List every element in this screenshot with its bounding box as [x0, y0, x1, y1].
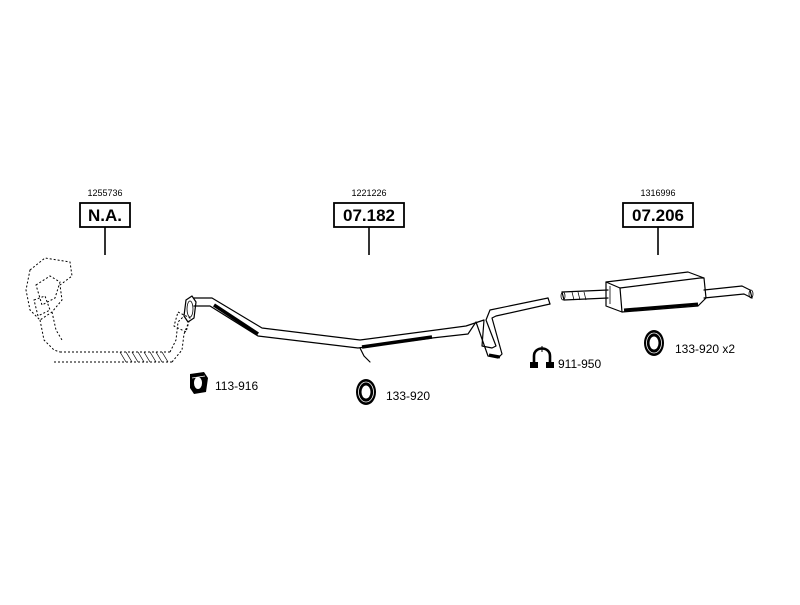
callout-code-front-pipe: N.A. — [88, 206, 122, 225]
hatched-section — [119, 351, 169, 363]
part-133-920: 133-920 — [356, 379, 430, 405]
callout-code-middle-pipe: 07.182 — [343, 206, 395, 225]
part-label-133-920-x2: 133-920 x2 — [675, 342, 735, 356]
clamp-icon — [530, 346, 554, 368]
callout-box-middle-pipe — [333, 202, 405, 228]
callout-ref-rear-silencer: 1316996 — [640, 188, 675, 198]
callout-code-rear-silencer: 07.206 — [632, 206, 684, 225]
part-911-950: 911-950 — [530, 346, 601, 371]
part-label-113-916: 113-916 — [215, 379, 258, 393]
part-label-911-950: 911-950 — [558, 357, 601, 371]
middle-pipe-drawing — [183, 295, 551, 363]
callout-middle-pipe: 1221226 07.182 — [333, 188, 405, 255]
callout-rear-silencer: 1316996 07.206 — [622, 188, 694, 255]
part-label-133-920: 133-920 — [386, 389, 430, 403]
front-pipe-drawing — [25, 257, 191, 363]
part-133-920-x2: 133-920 x2 — [644, 330, 735, 356]
callout-ref-middle-pipe: 1221226 — [351, 188, 386, 198]
silencer-hatch — [571, 291, 587, 301]
callout-front-pipe: 1255736 N.A. — [79, 188, 131, 255]
part-113-916: 113-916 — [190, 372, 258, 394]
rubber-hanger-icon — [190, 372, 208, 394]
rubber-ring-icon — [644, 330, 664, 356]
callout-box-rear-silencer — [622, 202, 694, 228]
rubber-ring-icon — [356, 379, 376, 405]
callout-ref-front-pipe: 1255736 — [87, 188, 122, 198]
rear-silencer-drawing — [560, 271, 754, 313]
